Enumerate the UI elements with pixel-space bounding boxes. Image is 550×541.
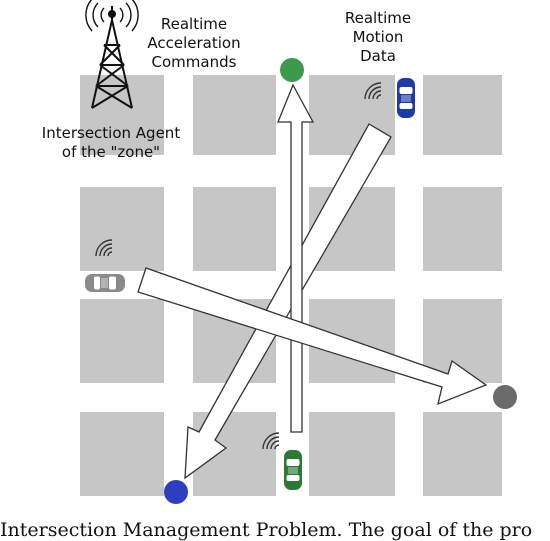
figure-caption: Intersection Management Problem. The goa…	[0, 519, 533, 541]
label-line: Data	[360, 47, 396, 65]
trajectory-arrows	[137, 83, 488, 480]
car-icon	[284, 450, 302, 490]
car-icon	[85, 274, 125, 292]
label-line: Realtime	[160, 15, 228, 33]
destination-marker-icon	[280, 58, 304, 82]
city-block	[423, 412, 502, 496]
city-block	[193, 187, 276, 271]
car-icon	[397, 78, 415, 118]
city-block	[80, 75, 164, 155]
city-block	[309, 412, 395, 496]
city-blocks	[80, 75, 502, 496]
tower-icon	[85, 0, 139, 109]
arrow-gray-car-path	[137, 267, 488, 406]
acceleration-commands-label: Realtime Acceleration Commands	[138, 15, 250, 72]
city-block	[80, 412, 164, 496]
label-line: Motion	[352, 28, 404, 46]
label-line: of the "zone"	[61, 143, 161, 161]
city-block	[423, 187, 502, 271]
destination-marker-icon	[493, 385, 517, 409]
city-block	[193, 75, 276, 155]
arrow-green-car-path	[277, 83, 315, 433]
motion-data-label: Realtime Motion Data	[330, 9, 426, 66]
label-line: Acceleration	[147, 34, 241, 52]
arrow-blue-car-path	[184, 123, 392, 480]
label-line: Commands	[151, 53, 237, 71]
destination-marker-icon	[164, 480, 188, 504]
label-line: Intersection Agent	[41, 124, 181, 142]
intersection-agent-label: Intersection Agent of the "zone"	[26, 124, 196, 162]
label-line: Realtime	[344, 9, 412, 27]
city-block	[423, 75, 502, 155]
city-block	[80, 299, 164, 383]
city-block	[80, 187, 164, 271]
